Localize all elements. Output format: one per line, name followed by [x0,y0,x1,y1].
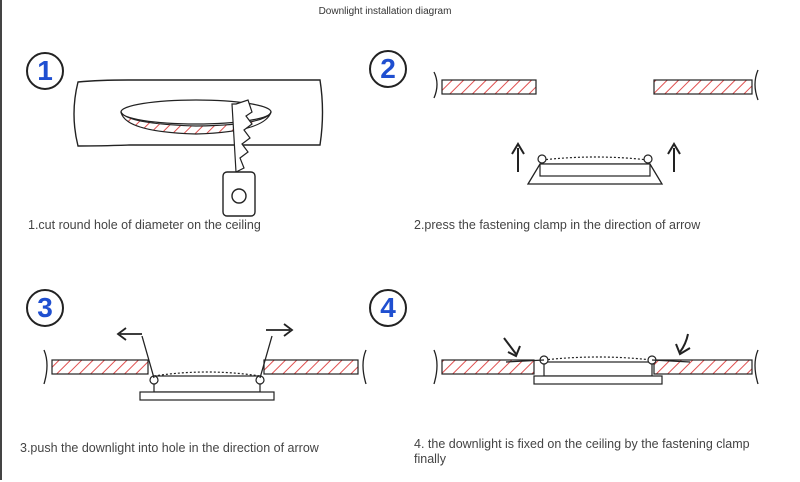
step-3-badge: 3 [26,289,64,327]
up-arrow-right [667,142,681,155]
right-arrow [283,323,294,337]
step-4-illustration [433,333,759,385]
downlight-trim [139,391,275,401]
diagram-title: Downlight installation diagram [318,6,452,17]
step-2-caption: 2.press the fastening clamp in the direc… [414,218,701,232]
downlight-body [543,361,653,377]
ceiling-left-segment [51,359,149,375]
ceiling-left-segment [441,79,537,95]
downlight-body [153,375,261,393]
step-2-badge: 2 [369,50,407,88]
right-clamp-spring [643,154,653,164]
down-arrow-left [507,345,521,358]
downlight-trim [533,375,663,385]
ceiling-right-segment [653,359,753,375]
step-2-illustration [433,69,759,185]
step-4-caption: 4. the downlight is fixed on the ceiling… [414,437,750,466]
up-arrow-left [511,142,525,155]
ceiling-right-segment [263,359,359,375]
step-1-caption: 1.cut round hole of diameter on the ceil… [28,218,261,232]
step-3-illustration [43,323,367,401]
saw-blade [231,99,253,173]
step-4-badge: 4 [369,289,407,327]
step-1-illustration [73,79,324,217]
ceiling-right-segment [653,79,753,95]
step-3-caption: 3.push the downlight into hole in the di… [20,441,319,455]
left-arrow [116,327,127,341]
left-clamp-spring [537,154,547,164]
down-arrow-right [675,343,691,356]
saw-handle-hole [231,188,247,204]
step-1-badge: 1 [26,52,64,90]
ceiling-left-segment [441,359,535,375]
